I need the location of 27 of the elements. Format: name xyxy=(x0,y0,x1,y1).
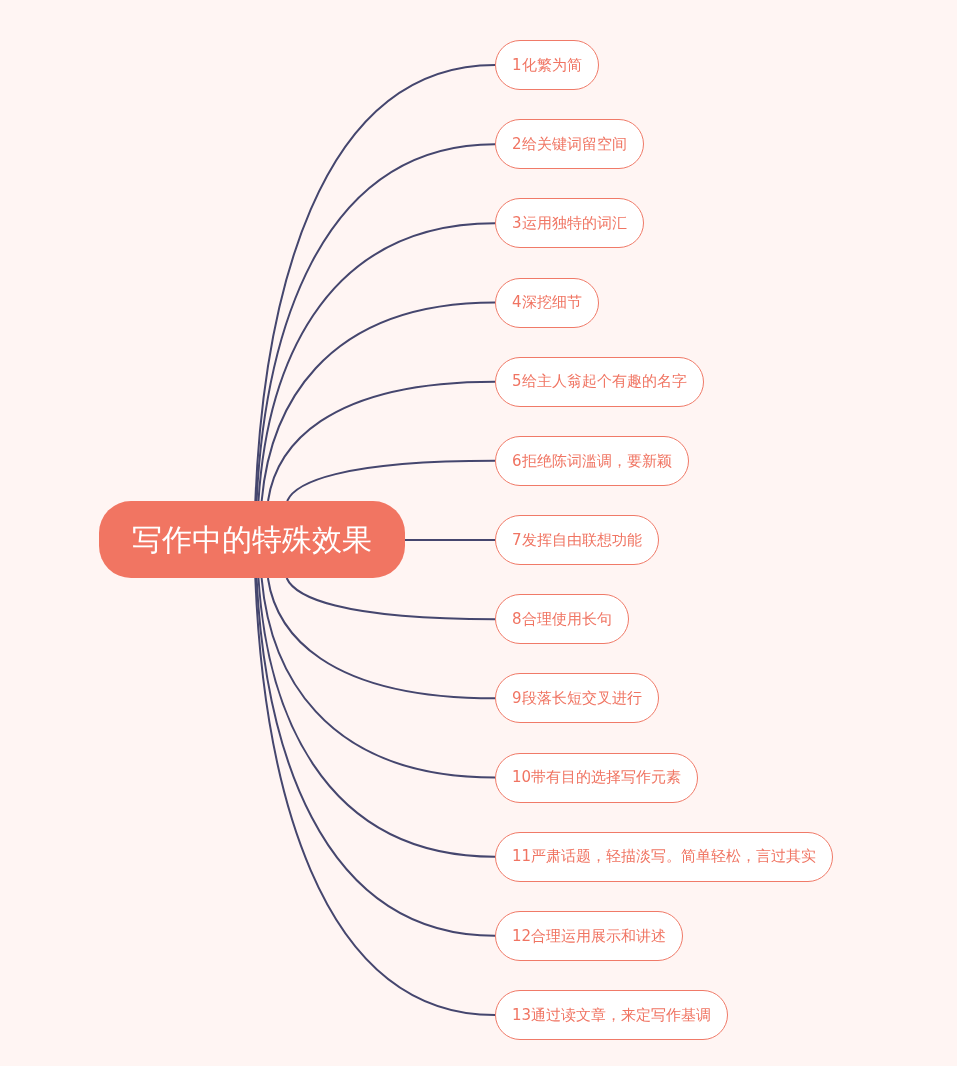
connector-line xyxy=(285,577,496,621)
connector-line xyxy=(260,577,496,779)
subtopic-pill: 3运用独特的词汇 xyxy=(495,198,644,249)
connector-line xyxy=(404,539,496,541)
subtopic-pill: 10带有目的选择写作元素 xyxy=(495,752,699,803)
connector-line xyxy=(257,222,496,502)
subtopic-pill: 12合理运用展示和讲述 xyxy=(495,910,684,961)
connector-line xyxy=(255,577,496,937)
subtopic-pill: 7发挥自由联想功能 xyxy=(495,515,659,565)
subtopic-pill: 9段落长短交叉进行 xyxy=(495,673,659,724)
central-topic: 写作中的特殊效果 xyxy=(99,501,405,578)
subtopic-pill: 6拒绝陈词滥调，要新颖 xyxy=(495,435,689,486)
connector-line xyxy=(266,577,496,700)
connector-line xyxy=(257,577,496,858)
connector-line xyxy=(286,459,496,502)
connector-line xyxy=(267,380,496,502)
subtopic-pill: 13通过读文章，来定写作基调 xyxy=(495,990,729,1041)
connector-line xyxy=(254,64,496,502)
connector-line xyxy=(255,143,496,502)
connector-line xyxy=(260,301,496,502)
subtopic-pill: 1化繁为简 xyxy=(495,40,599,90)
connector-line xyxy=(254,577,496,1017)
subtopic-pill: 4深挖细节 xyxy=(495,277,599,328)
subtopic-pill: 8合理使用长句 xyxy=(495,594,629,645)
subtopic-pill: 2给关键词留空间 xyxy=(495,119,644,170)
subtopic-pill: 5给主人翁起个有趣的名字 xyxy=(495,356,704,407)
subtopic-pill: 11严肃话题，轻描淡写。简单轻松，言过其实 xyxy=(495,831,834,882)
